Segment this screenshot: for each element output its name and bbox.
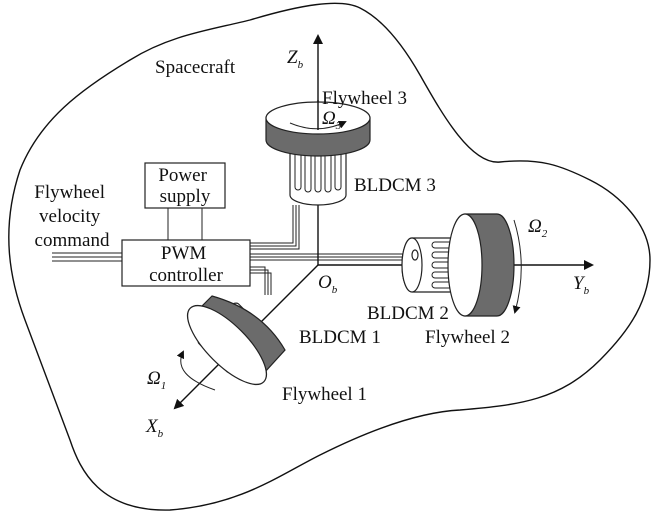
input-wires [52, 252, 122, 262]
flywheel-2-label: Flywheel 2 [425, 327, 510, 348]
bldcm-2-label: BLDCM 2 [367, 303, 449, 324]
omega-3-label: Ω3 [322, 108, 342, 132]
omega-2-label: Ω2 [528, 216, 548, 240]
omega-1-arrow [176, 350, 216, 391]
flywheel-1-wheel [176, 295, 286, 391]
flywheel-3-label: Flywheel 3 [322, 88, 407, 109]
flywheel-1-label: Flywheel 1 [282, 384, 367, 405]
bldcm-3-label: BLDCM 3 [354, 175, 436, 196]
power-supply-label: Power supply [158, 165, 211, 207]
omega-1-label: Ω1 [147, 368, 166, 392]
z-axis-label: Zb [287, 47, 304, 71]
input-label: Flywheel velocity command [34, 182, 110, 251]
x-axis-label: Xb [145, 416, 164, 440]
flywheel-2 [401, 213, 522, 317]
spacecraft-outline [8, 2, 651, 511]
spacecraft-label: Spacecraft [155, 57, 236, 78]
wires-to-motor-2 [250, 253, 412, 261]
pwm-controller-box [121, 239, 251, 287]
wires-to-motor-3 [250, 205, 300, 250]
omega-2-arrow [512, 219, 522, 314]
power-supply-box [144, 162, 226, 209]
y-axis-label: Yb [573, 273, 590, 297]
pwm-controller-label: PWM controller [149, 243, 224, 286]
flywheel-3 [265, 101, 371, 206]
origin-label: Ob [318, 272, 338, 296]
bldcm-1-label: BLDCM 1 [299, 327, 381, 348]
wires-to-motor-1 [250, 266, 272, 295]
